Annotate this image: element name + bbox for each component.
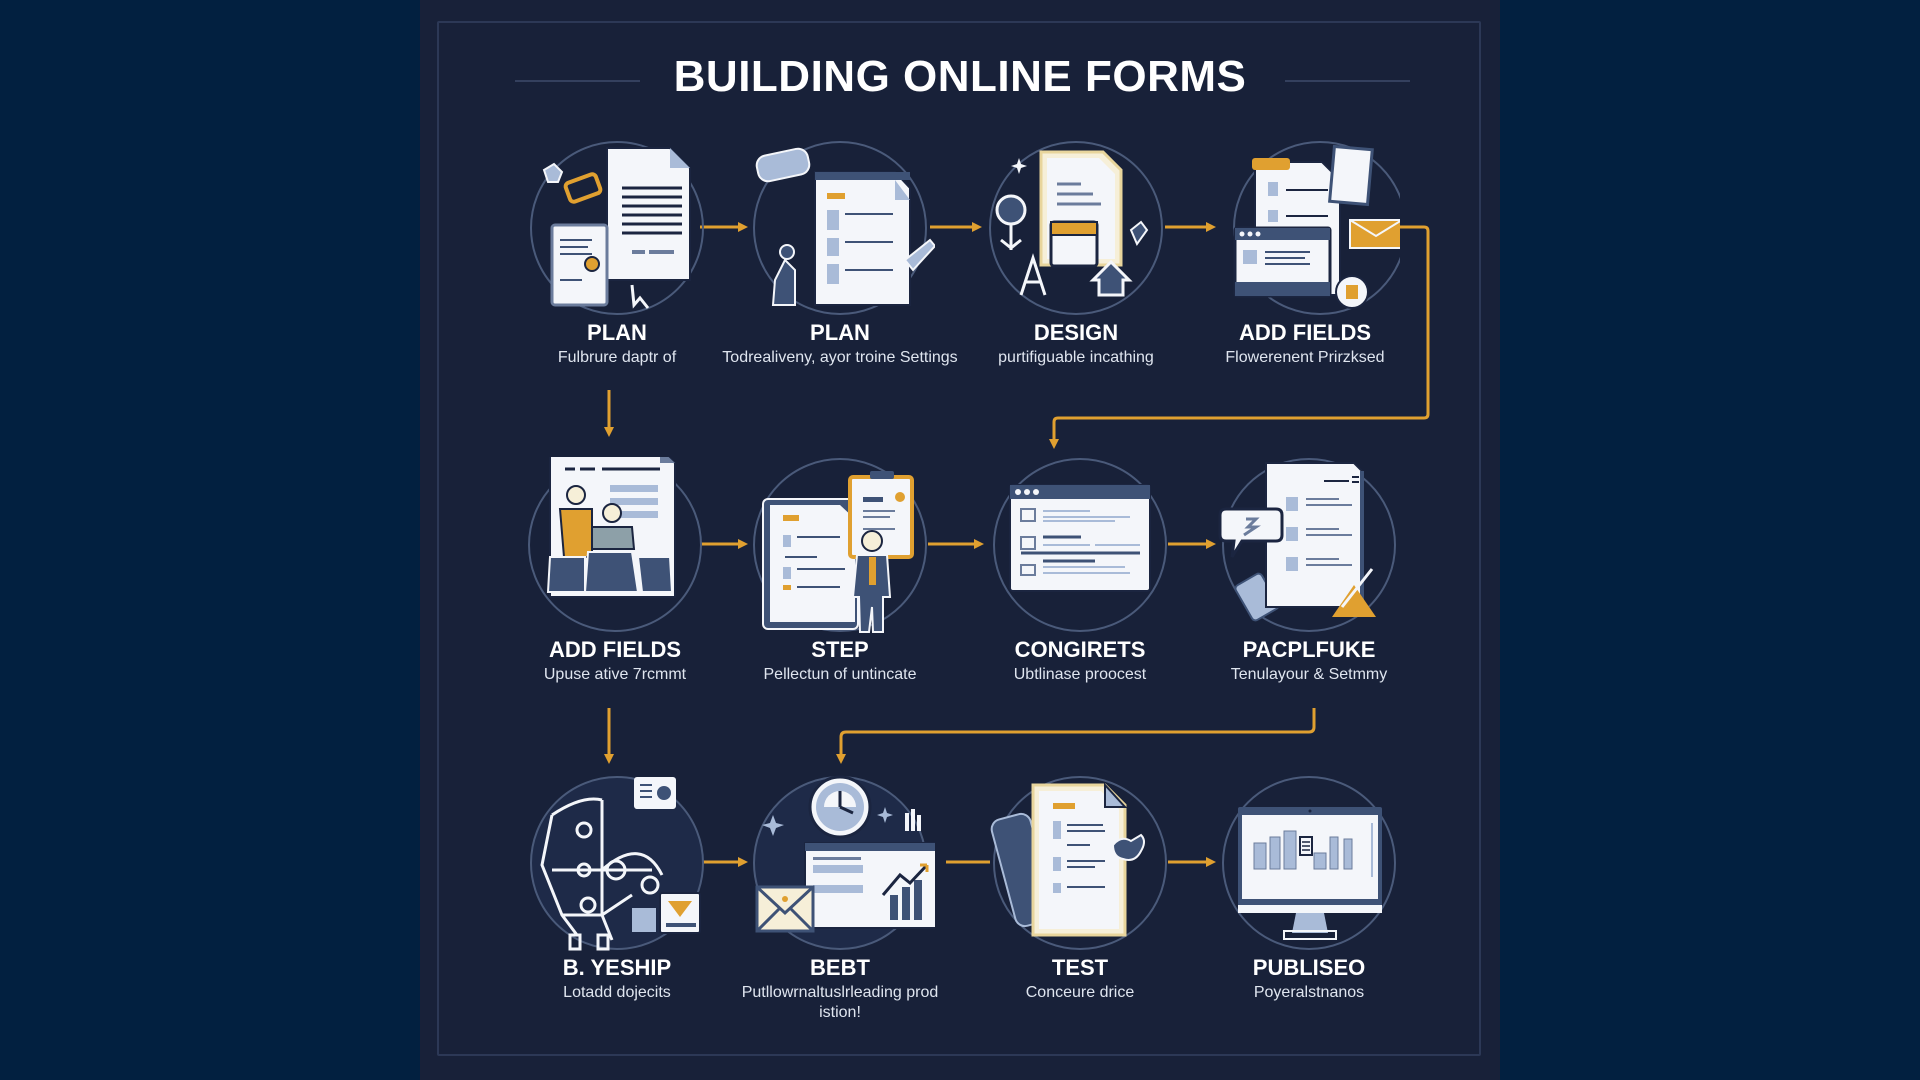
step-label: TEST bbox=[1051, 955, 1109, 980]
step-description: Tenulayour & Setmmy bbox=[1230, 666, 1388, 683]
step-label: B. YESHIP bbox=[562, 955, 672, 980]
monitor-chart-icon bbox=[1222, 776, 1396, 950]
design-document-icon bbox=[989, 141, 1163, 315]
step-description: Lotadd dojecits bbox=[563, 984, 671, 1001]
clock-analytics-icon bbox=[753, 775, 935, 950]
poster-frame bbox=[437, 21, 1481, 1056]
step-label: PUBLISEO bbox=[1252, 955, 1366, 980]
title-rule-left bbox=[515, 80, 640, 82]
step-description: Putllowrnaltuslrleading prod istion! bbox=[741, 984, 939, 1021]
step-label: ADD FIELDS bbox=[549, 637, 681, 662]
step-description: Pellectun of untincate bbox=[763, 666, 917, 683]
step-description: Fulbrure daptr of bbox=[557, 349, 677, 366]
test-document-icon bbox=[990, 776, 1167, 950]
team-meeting-icon bbox=[528, 457, 702, 632]
step-label: PLAN bbox=[810, 320, 870, 345]
step-label: PACPLFUKE bbox=[1242, 637, 1376, 662]
step-description: Conceure drice bbox=[1025, 984, 1135, 1001]
step-label: ADD FIELDS bbox=[1239, 320, 1371, 345]
step-description: Ubtlinase proocest bbox=[1013, 666, 1147, 683]
step-label: CONGIRETS bbox=[1014, 637, 1146, 662]
document-tablet-icon bbox=[530, 141, 704, 315]
step-label: STEP bbox=[811, 637, 869, 662]
form-person-icon bbox=[753, 458, 927, 633]
step-description: purtifiguable incathing bbox=[998, 349, 1154, 366]
title-rule-right bbox=[1285, 80, 1410, 82]
browser-fields-icon bbox=[1233, 141, 1400, 315]
chat-document-icon bbox=[1218, 458, 1396, 632]
step-description: Todrealiveny, ayor troine Settings bbox=[722, 349, 958, 366]
step-label: BEBT bbox=[810, 955, 870, 980]
step-description: Upuse ative 7rcmmt bbox=[543, 666, 687, 683]
title-row: BUILDING ONLINE FORMS bbox=[420, 48, 1500, 108]
browser-window-icon bbox=[993, 458, 1167, 632]
step-label: PLAN bbox=[587, 320, 647, 345]
network-workflow-icon bbox=[530, 776, 704, 951]
step-description: Flowerenent Prirzksed bbox=[1225, 349, 1385, 366]
step-description: Poyeralstnanos bbox=[1253, 984, 1365, 1001]
page-title: BUILDING ONLINE FORMS bbox=[673, 52, 1247, 101]
step-label: DESIGN bbox=[1033, 320, 1119, 345]
form-clipboard-person-icon bbox=[753, 141, 935, 315]
